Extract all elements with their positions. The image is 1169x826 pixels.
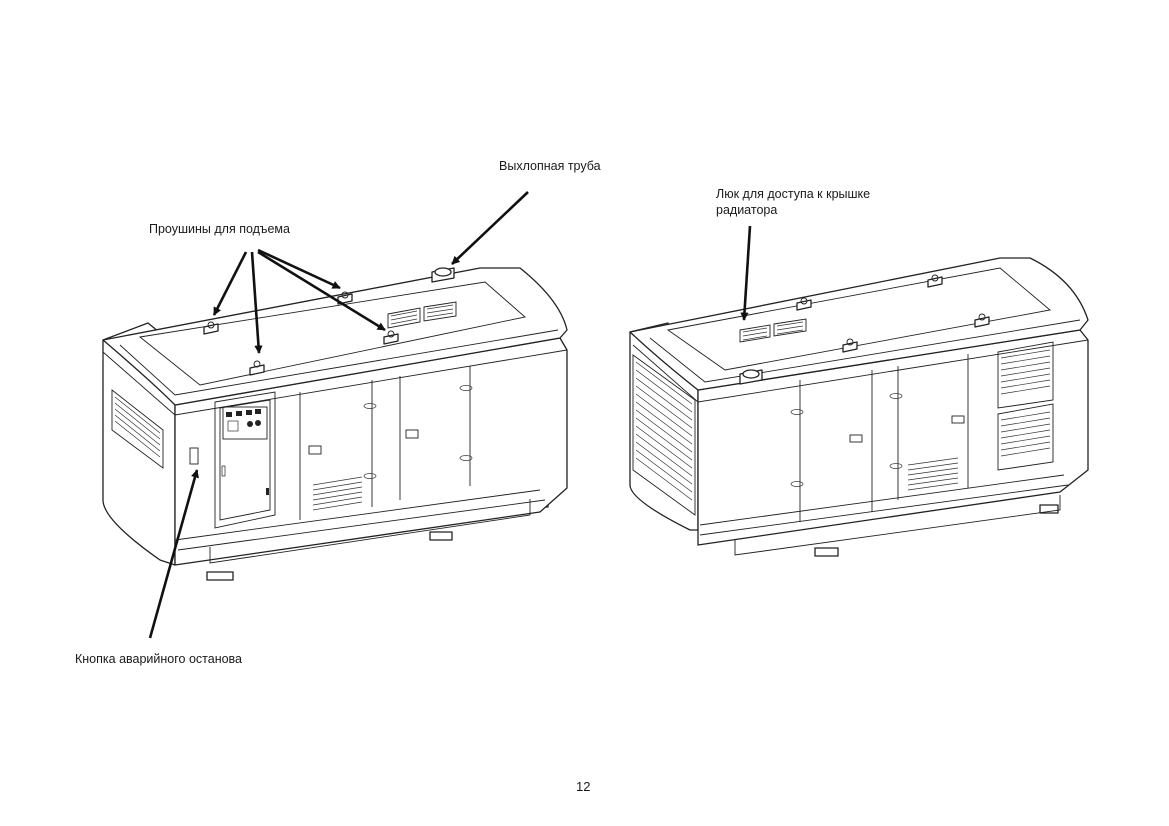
exhaust-pipe-label: Выхлопная труба [499,159,601,173]
right-end-louvers [997,341,1054,471]
radiator-hatch-label: Люк для доступа к крышке радиатора [716,186,870,218]
radiator-hatch-label-line2: радиатора [716,203,778,217]
right-radiator-hatch [739,318,807,343]
right-side-grille [632,354,696,516]
left-control-panel [214,391,276,529]
left-doors [299,366,473,520]
callout-arrows [148,191,752,639]
lifting-arrow-3 [257,248,341,290]
radiator-hatch-label-line1: Люк для доступа к крышке [716,187,871,201]
generator-right-illustration [629,257,1089,557]
generator-left-illustration [102,267,568,581]
left-roof-vents [387,301,457,329]
left-roof [102,267,568,406]
right-roof [629,257,1089,391]
lifting-arrow-4 [257,250,386,332]
left-estop-button-box [189,447,199,465]
left-lifting-eyes [203,291,399,376]
left-exhaust-pipe [431,267,455,283]
exhaust-arrow [451,191,529,265]
right-lifting-eyes [796,274,990,353]
estop-arrow [148,469,199,639]
lifting-eyes-label: Проушины для подъема [149,222,290,236]
lifting-arrow-1 [212,251,248,316]
radiator-arrow [740,225,752,321]
right-exhaust-pipe [739,369,763,385]
emergency-stop-label: Кнопка аварийного останова [75,652,243,666]
left-side-louvers [111,389,164,469]
right-doors [790,354,969,522]
lifting-arrow-2 [250,251,263,354]
page-number: 12 [576,779,591,794]
